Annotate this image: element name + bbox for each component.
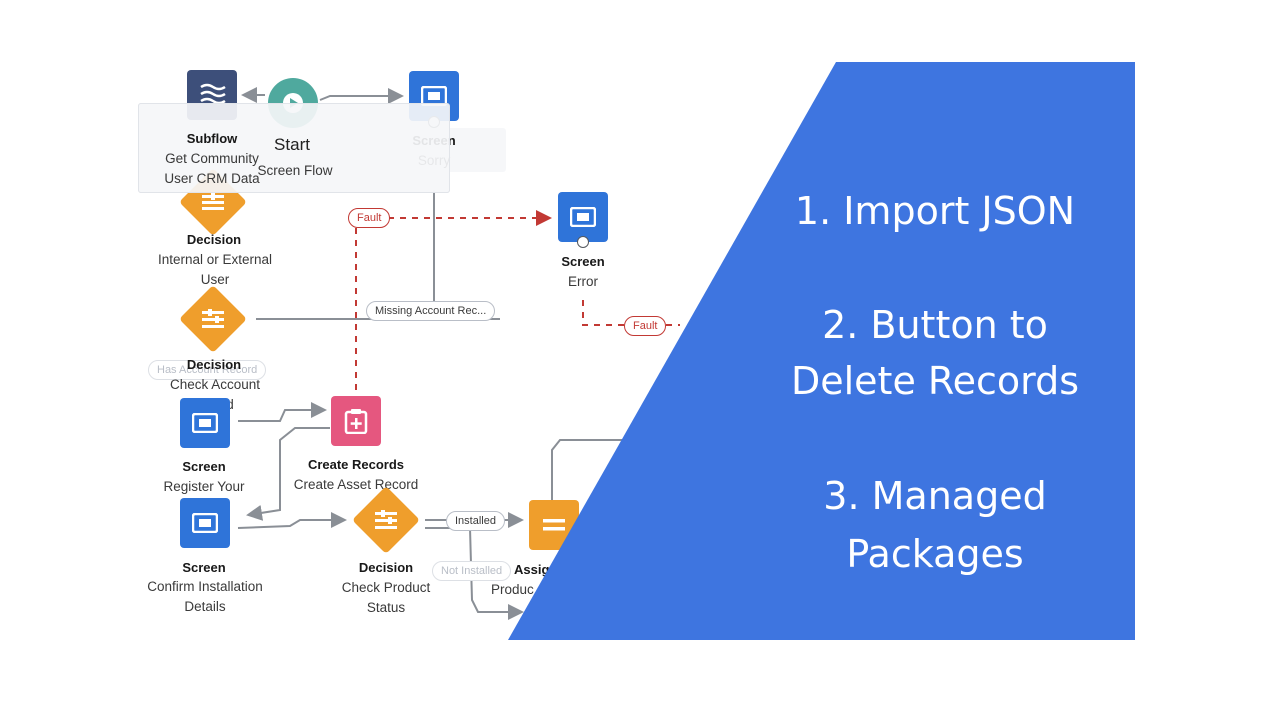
start-name-label-top: Screen Flow (257, 163, 333, 178)
assignment-name-label: Produc (491, 582, 534, 597)
create-records-type-label: Create Records (307, 457, 405, 472)
decision-product-name-line1: Check Product (341, 580, 431, 595)
decision-internal-name-line2: User (200, 272, 230, 287)
start-type-label-top: Start (274, 135, 310, 154)
decision-account-type-label: Decision (186, 357, 242, 372)
overlay-item-2-line2: Delete Records (790, 359, 1080, 403)
screen-confirm-type-label: Screen (182, 560, 226, 575)
has-account-record-pill[interactable]: Has Account Record (148, 360, 267, 380)
screen-icon (192, 413, 218, 433)
installed-pill[interactable]: Installed (446, 511, 505, 531)
flow-waves-icon (200, 83, 226, 105)
overlay-item-2-line1: 2. Button to (822, 303, 1048, 347)
decision-product-type-label: Decision (358, 560, 414, 575)
screen-icon (570, 207, 596, 227)
screen-error-type-label: Screen (561, 254, 605, 269)
screen-register-icon[interactable] (180, 398, 230, 448)
clipboard-plus-icon (344, 409, 368, 434)
missing-account-pill[interactable]: Missing Account Rec... (366, 301, 496, 321)
decision-internal-name-line1: Internal or External (157, 252, 273, 267)
screen-confirm-name-line2: Details (184, 599, 226, 614)
screen-register-type-label: Screen (182, 459, 226, 474)
decision-account-glyph (189, 295, 237, 343)
decision-product-glyph (362, 496, 410, 544)
screen-error-connector[interactable] (577, 236, 589, 248)
not-installed-pill[interactable]: Not Installed (432, 561, 512, 581)
fault-pill-2[interactable]: Fault (624, 316, 667, 336)
overlay-item-3-line2: Packages (846, 532, 1024, 576)
subflow-type-label-top: Subflow (186, 131, 238, 146)
overlay-item-3-line1: 3. Managed (823, 474, 1047, 518)
screen-error-name-label: Error (568, 274, 598, 289)
assignment-type-label: Assig (514, 562, 550, 577)
subflow-name-line1-top: Get Community (165, 151, 259, 166)
decision-icon (202, 309, 224, 328)
screen-icon (192, 513, 218, 533)
decision-icon (375, 510, 397, 529)
screen-error-icon[interactable] (558, 192, 608, 242)
decision-icon (202, 193, 224, 210)
decision-product-name-line2: Status (366, 600, 406, 615)
decision-account-name-line1: Check Account (169, 377, 261, 392)
screen-register-name-label: Register Your (163, 479, 245, 494)
screen-confirm-name-line1: Confirm Installation (147, 579, 263, 594)
overlay-item-1: 1. Import JSON (794, 189, 1076, 233)
subflow-name-line2-top: User CRM Data (164, 171, 260, 186)
create-records-icon[interactable] (331, 396, 381, 446)
fault-pill-1[interactable]: Fault (348, 208, 391, 228)
equals-icon (543, 519, 565, 531)
decision-internal-glyph (189, 178, 237, 226)
screen-confirm-icon[interactable] (180, 498, 230, 548)
decision-internal-type-label: Decision (186, 232, 242, 247)
